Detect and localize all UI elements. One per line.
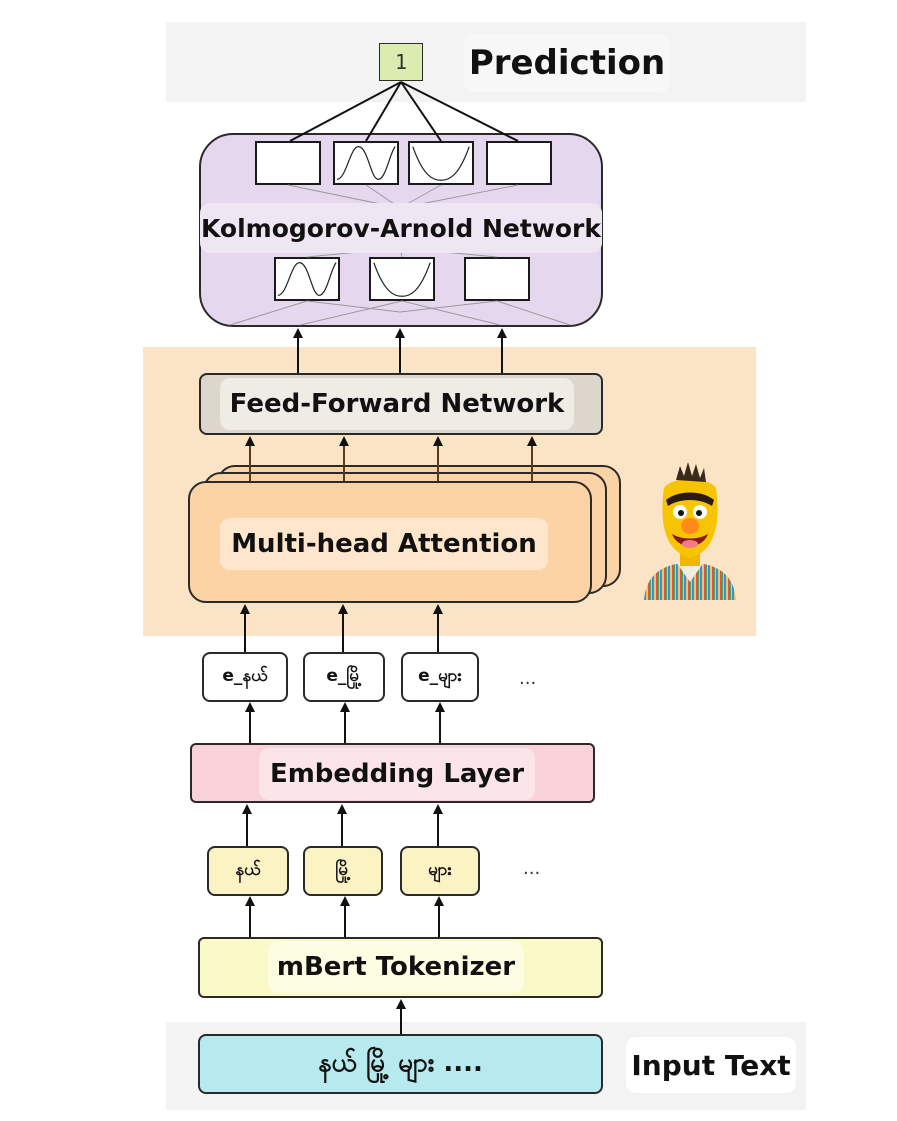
prediction-label: Prediction bbox=[464, 34, 670, 92]
input-label: Input Text bbox=[626, 1037, 796, 1093]
kan-function-box-4 bbox=[486, 141, 552, 185]
embedding-layer-label: Embedding Layer bbox=[259, 748, 535, 800]
bert-muppet-icon bbox=[644, 462, 736, 600]
attention-label: Multi-head Attention bbox=[220, 518, 548, 570]
kan-function-box-1 bbox=[255, 141, 321, 185]
kan-function-box-3 bbox=[408, 141, 474, 185]
kan-label-text: Kolmogorov-Arnold Network bbox=[200, 213, 602, 243]
input-label-text: Input Text bbox=[631, 1048, 791, 1082]
kan-label: Kolmogorov-Arnold Network bbox=[200, 203, 602, 253]
ffn-label-text: Feed-Forward Network bbox=[229, 389, 565, 419]
token-3: များ bbox=[400, 846, 480, 896]
parabola-curve-icon bbox=[412, 146, 470, 181]
prediction-label-text: Prediction bbox=[468, 43, 666, 83]
prediction-output-box: 1 bbox=[379, 43, 423, 81]
embedding-layer-label-text: Embedding Layer bbox=[269, 759, 525, 789]
input-text-block: နယ် မြို့ များ .... bbox=[198, 1034, 603, 1094]
embedding-token-2: e_မြို့ bbox=[303, 652, 385, 702]
parabola-curve-icon bbox=[373, 262, 431, 297]
tokenizer-label: mBert Tokenizer bbox=[268, 941, 524, 993]
token-2: မြို့ bbox=[303, 846, 383, 896]
embedding-token-3: e_များ bbox=[401, 652, 479, 702]
sine-curve-icon bbox=[336, 146, 396, 180]
kan-function-box-5 bbox=[274, 257, 340, 301]
kan-function-box-7 bbox=[464, 257, 530, 301]
tokenizer-label-text: mBert Tokenizer bbox=[276, 952, 516, 982]
embedding-ellipsis: ... bbox=[519, 668, 537, 689]
attention-label-text: Multi-head Attention bbox=[231, 529, 537, 559]
kan-function-box-2 bbox=[333, 141, 399, 185]
sine-curve-icon bbox=[277, 262, 337, 296]
input-text-value: နယ် မြို့ များ .... bbox=[318, 1047, 483, 1078]
prediction-output-value: 1 bbox=[394, 50, 408, 74]
token-1: နယ် bbox=[207, 846, 289, 896]
ffn-label: Feed-Forward Network bbox=[220, 378, 574, 430]
kan-function-box-6 bbox=[369, 257, 435, 301]
token-ellipsis: ... bbox=[523, 858, 541, 879]
embedding-token-1: e_နယ် bbox=[202, 652, 288, 702]
